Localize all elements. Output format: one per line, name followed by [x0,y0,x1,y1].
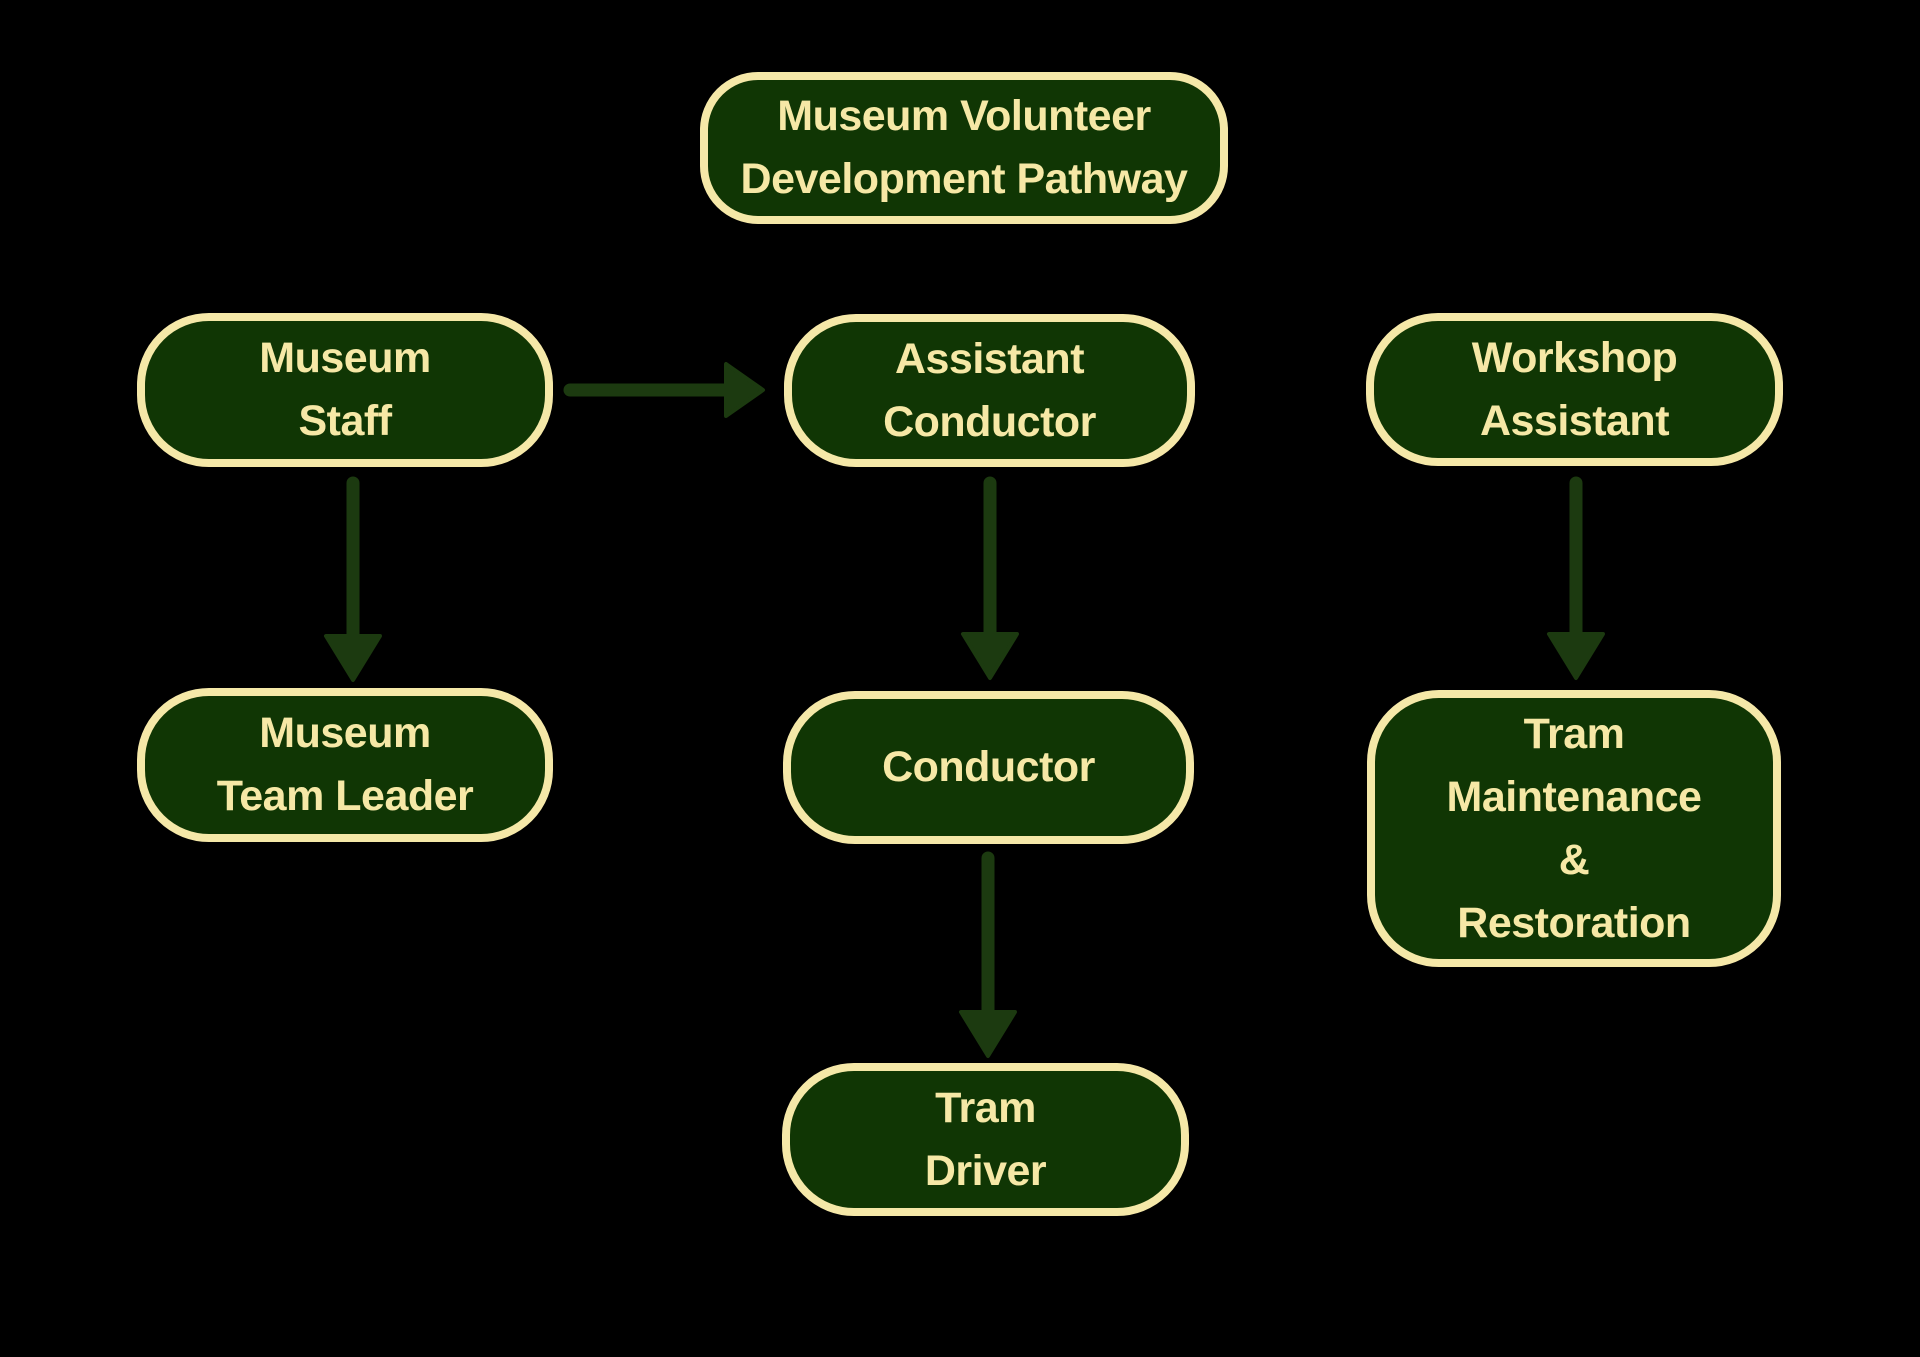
node-tram-driver: Tram Driver [782,1063,1189,1216]
node-conductor: Conductor [783,691,1194,844]
node-label-line: Conductor [882,743,1095,791]
node-label-line: Assistant [1479,396,1670,445]
arrow-assistant-conductor-to-conductor [961,476,1019,680]
arrow-workshop-assistant-to-tram-maintenance [1547,476,1605,680]
node-label-line: Team Leader [216,772,474,820]
node-label-line: Tram [935,1083,1036,1132]
node-museum-team-leader: Museum Team Leader [137,688,553,842]
node-title-line-1: Museum Volunteer [777,92,1151,140]
node-title-line-2: Development Pathway [740,155,1188,203]
node-label-line: Staff [298,397,392,445]
node-label-line: Assistant [894,334,1085,383]
node-workshop-assistant: Workshop Assistant [1366,313,1783,466]
arrow-conductor-to-tram-driver [959,851,1017,1058]
node-label-line: Museum [259,709,431,757]
node-label-line: Workshop [1471,333,1678,382]
arrow-museum-staff-to-museum-team-leader [324,476,382,682]
node-label-line: Conductor [883,397,1096,446]
node-label-line: Museum [259,334,431,382]
node-label-line: Maintenance [1446,772,1702,821]
node-label-line: Tram [1523,709,1625,758]
node-label-line: Driver [924,1146,1047,1195]
node-assistant-conductor: Assistant Conductor [784,314,1195,467]
node-tram-maintenance-restoration: Tram Maintenance & Restoration [1367,690,1781,967]
node-label-line: Restoration [1457,898,1691,947]
node-title: Museum Volunteer Development Pathway [700,72,1228,224]
node-museum-staff: Museum Staff [137,313,553,467]
node-label-line: & [1558,835,1590,884]
arrow-museum-staff-to-assistant-conductor [563,362,765,418]
